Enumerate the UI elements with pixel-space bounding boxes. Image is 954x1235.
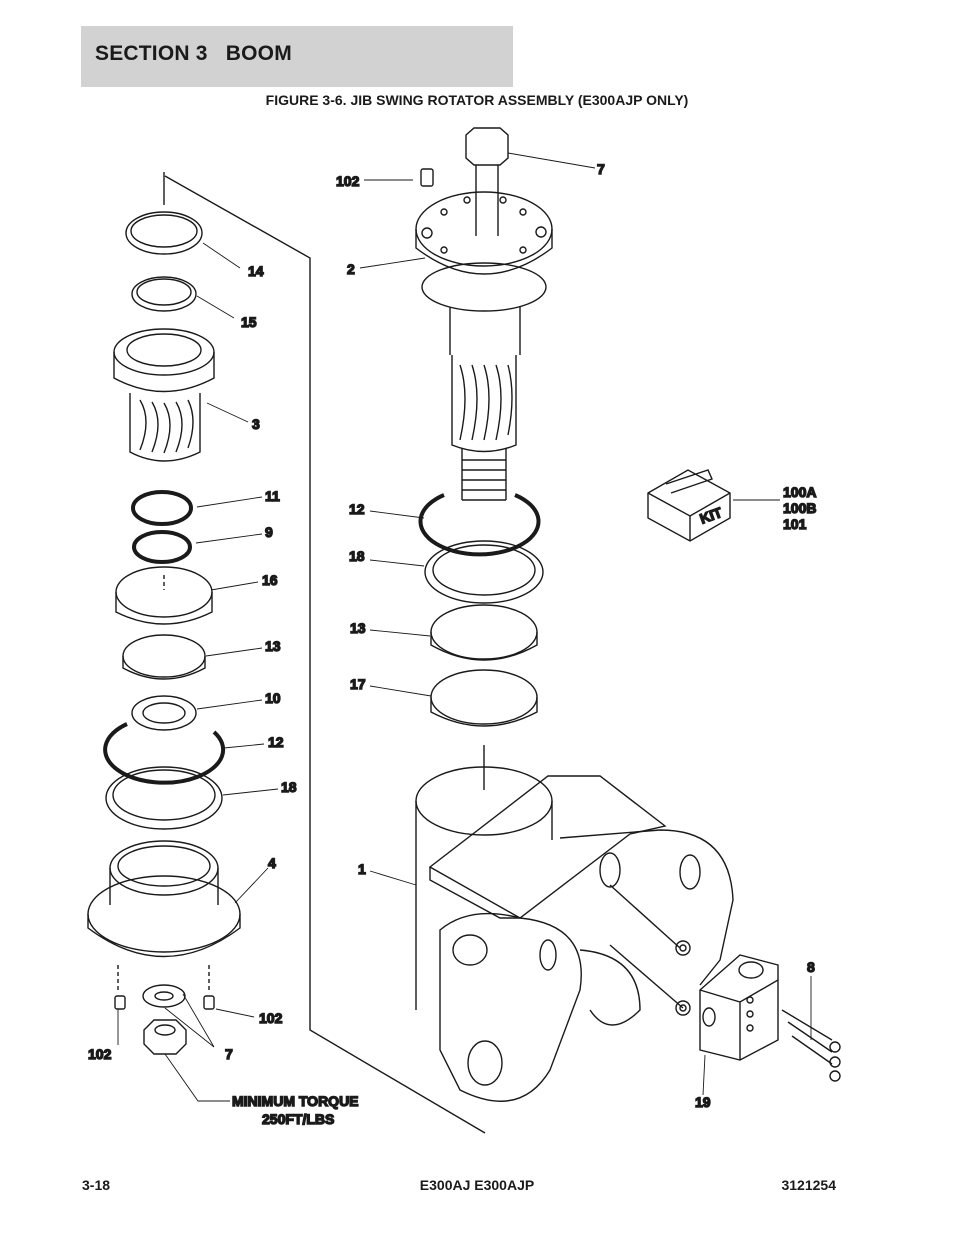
part-18-ring-right (424, 540, 544, 604)
callout-19: 19 (695, 1094, 711, 1110)
part-12-ring (103, 722, 226, 785)
callout-13-left: 13 (265, 638, 281, 654)
torque-note-line1: MINIMUM TORQUE (232, 1093, 359, 1109)
callout-12-right: 12 (349, 501, 365, 517)
figure-title: FIGURE 3-6. JIB SWING ROTATOR ASSEMBLY (… (265, 92, 689, 108)
part-3-gear-sleeve (113, 328, 215, 462)
callout-17: 17 (350, 676, 366, 692)
part-13-bearing-right (430, 604, 538, 661)
torque-note-line2: 250FT/LBS (262, 1111, 334, 1127)
part-12-ring-right (418, 493, 541, 557)
callout-labels: 7 102 2 14 15 3 11 9 16 13 10 12 18 4 10… (87, 160, 817, 1127)
callout-8: 8 (807, 959, 815, 975)
part-2-rotator (415, 191, 553, 501)
callout-16: 16 (262, 572, 278, 588)
kit-box (647, 469, 731, 542)
document-number: 3121254 (781, 1177, 836, 1193)
callout-10: 10 (265, 690, 281, 706)
callout-18-left: 18 (281, 779, 297, 795)
callout-9: 9 (265, 524, 273, 540)
part-15-ring (131, 276, 197, 312)
part-17-bushing (430, 669, 538, 727)
callout-101: 101 (783, 516, 807, 532)
model-name: E300AJ E300AJP (419, 1177, 535, 1193)
part-102-top (420, 168, 434, 187)
part-10-washer (131, 695, 197, 731)
callout-12-left: 12 (268, 734, 284, 750)
part-7-bolt (465, 127, 509, 236)
callout-1: 1 (358, 861, 366, 877)
leader-lines (117, 152, 812, 1102)
part-8-bolts (781, 1009, 841, 1082)
part-19-block (699, 954, 779, 1061)
callout-2: 2 (347, 261, 355, 277)
section-header: SECTION 3 BOOM (81, 26, 513, 87)
callout-15: 15 (241, 314, 257, 330)
callout-100b: 100B (783, 500, 816, 516)
callout-18-right: 18 (349, 548, 365, 564)
part-4-housing (87, 840, 241, 958)
part-16-split-bushing (115, 566, 213, 625)
right-parts-stack: KIT (415, 127, 841, 1102)
callout-7-bottom: 7 (225, 1046, 233, 1062)
callout-102-top: 102 (336, 173, 360, 189)
section-title: SECTION 3 BOOM (95, 42, 292, 65)
callout-7-top: 7 (597, 161, 605, 177)
divider-plane (164, 175, 486, 1134)
callout-100a: 100A (783, 484, 816, 500)
callout-102-bottom-right: 102 (259, 1010, 283, 1026)
part-11-ring (131, 490, 193, 526)
page-number: 3-18 (82, 1177, 111, 1193)
part-13-bearing (122, 634, 206, 680)
callout-13-right: 13 (350, 620, 366, 636)
part-1-housing-bracket (415, 766, 734, 1102)
callout-4: 4 (268, 855, 276, 871)
part-7-nut-washer (142, 984, 187, 1055)
callout-102-bottom-left: 102 (88, 1046, 112, 1062)
part-14-ring (125, 211, 203, 255)
left-parts-stack (87, 172, 241, 1055)
part-9-oring (132, 530, 192, 564)
callout-14: 14 (248, 263, 264, 279)
callout-3: 3 (252, 416, 260, 432)
part-18-ring (105, 766, 223, 830)
callout-11: 11 (265, 488, 280, 504)
part-102-bolts-left (114, 995, 215, 1010)
